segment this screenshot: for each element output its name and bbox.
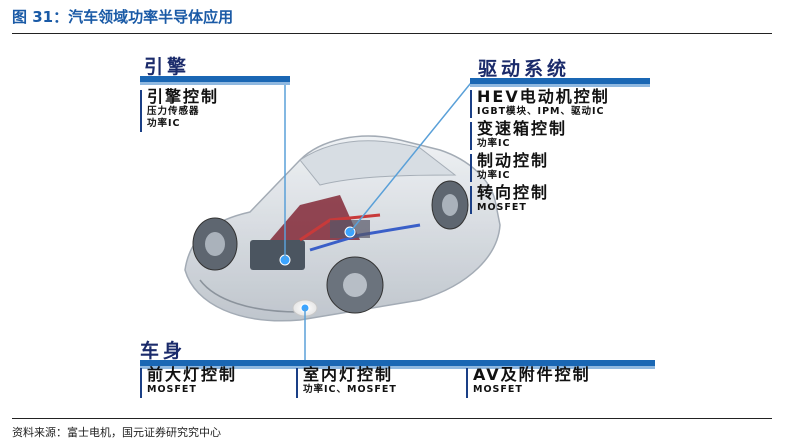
section-engine: 引擎 xyxy=(144,52,190,79)
drive-item-sub: 功率IC xyxy=(477,138,567,150)
drive-band xyxy=(470,78,650,84)
engine-item-sub: 功率IC xyxy=(147,118,219,130)
drive-item-bar xyxy=(470,122,472,150)
engine-item-head: 引擎控制 xyxy=(147,88,219,106)
body-item-bar xyxy=(296,368,298,398)
body-item-sub: MOSFET xyxy=(473,384,591,396)
body-item-av: AV及附件控制 MOSFET xyxy=(473,366,591,396)
body-item-interior-light: 室内灯控制 功率IC、MOSFET xyxy=(303,366,397,396)
drive-item-hev: HEV电动机控制 IGBT模块、IPM、驱动IC xyxy=(477,88,610,118)
drive-item-bar xyxy=(470,186,472,214)
section-body: 车身 xyxy=(140,336,186,363)
section-drive: 驱动系统 xyxy=(478,54,570,81)
bottom-rule xyxy=(12,418,772,419)
drive-item-head: 转向控制 xyxy=(477,184,549,202)
engine-block xyxy=(250,240,305,270)
drive-item-bar xyxy=(470,154,472,182)
engine-item-bar xyxy=(140,90,142,132)
engine-band xyxy=(140,76,290,82)
body-item-head: 室内灯控制 xyxy=(303,366,397,384)
car-body xyxy=(185,136,500,321)
body-item-bar xyxy=(140,368,142,398)
body-item-head: 前大灯控制 xyxy=(147,366,237,384)
body-item-bar xyxy=(466,368,468,398)
drive-item-head: HEV电动机控制 xyxy=(477,88,610,106)
body-item-headlight: 前大灯控制 MOSFET xyxy=(147,366,237,396)
body-item-sub: 功率IC、MOSFET xyxy=(303,384,397,396)
source-note: 资料来源：富士电机，国元证券研究究中心 xyxy=(12,424,221,440)
drive-item-bar xyxy=(470,90,472,118)
drive-item-brake: 制动控制 功率IC xyxy=(477,152,549,182)
engine-item: 引擎控制 压力传感器 功率IC xyxy=(147,88,219,130)
drive-item-sub: 功率IC xyxy=(477,170,549,182)
drive-item-sub: MOSFET xyxy=(477,202,549,214)
engine-item-sub: 压力传感器 xyxy=(147,106,219,118)
drive-item-sub: IGBT模块、IPM、驱动IC xyxy=(477,106,610,118)
drive-item-head: 变速箱控制 xyxy=(477,120,567,138)
drive-item-steering: 转向控制 MOSFET xyxy=(477,184,549,214)
body-item-head: AV及附件控制 xyxy=(473,366,591,384)
drive-item-head: 制动控制 xyxy=(477,152,549,170)
body-item-sub: MOSFET xyxy=(147,384,237,396)
drive-item-transmission: 变速箱控制 功率IC xyxy=(477,120,567,150)
